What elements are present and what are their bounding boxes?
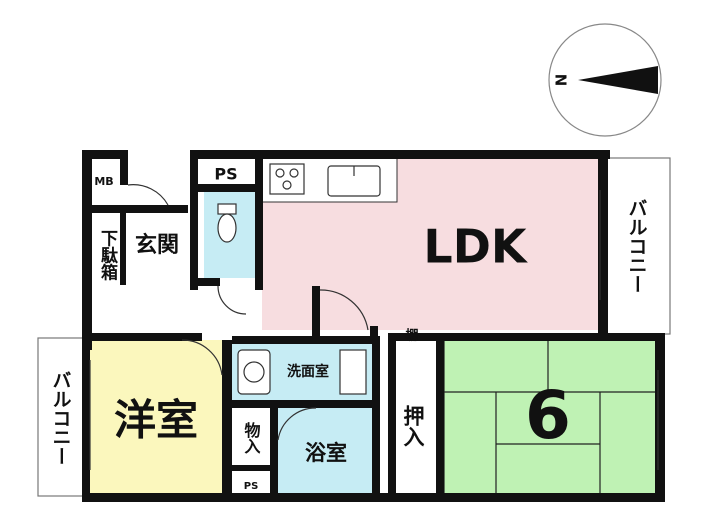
- monoire-label: 物入: [242, 421, 261, 454]
- compass-north-label: N: [552, 74, 570, 87]
- western-room-fill-2: [88, 340, 182, 360]
- bathroom-label: 浴室: [305, 441, 347, 465]
- balcony-right-label: バルコニー: [626, 198, 648, 293]
- oshiire-label: 押入: [401, 404, 425, 447]
- meter-box-label: MB: [94, 175, 113, 188]
- western-room-label: 洋室: [114, 396, 198, 445]
- ps-top-label: PS: [214, 165, 237, 184]
- door-western: [181, 339, 223, 376]
- compass: N: [548, 23, 662, 137]
- balcony-left-label: バルコニー: [50, 370, 72, 465]
- door-toilet: [217, 285, 247, 315]
- door-hall: [319, 289, 369, 331]
- compass-needle: [578, 66, 658, 94]
- genkan-label: 玄関: [135, 232, 179, 258]
- shelf-label: 棚: [405, 328, 418, 344]
- kitchen-counter: [261, 157, 398, 203]
- bathroom-fill: [278, 400, 372, 495]
- washbasin-icon: [237, 349, 367, 395]
- getabako-label: 下駄箱: [97, 230, 118, 282]
- walls: [82, 150, 665, 502]
- toilet-icon: [217, 203, 237, 243]
- tatami-fill: [444, 340, 656, 495]
- sink-icon: [327, 165, 381, 197]
- stove-icon: [269, 163, 305, 195]
- balcony-left: [37, 337, 84, 497]
- tatami-number: 6: [525, 377, 571, 454]
- door-entrance: [127, 184, 169, 206]
- door-bath: [277, 407, 317, 441]
- doors: [89, 184, 659, 470]
- balcony-right: [604, 157, 671, 335]
- ps-bottom-label: PS: [244, 481, 259, 492]
- western-room-fill: [88, 340, 224, 495]
- ldk-label: LDK: [423, 220, 528, 274]
- washroom-label: 洗面室: [287, 363, 329, 380]
